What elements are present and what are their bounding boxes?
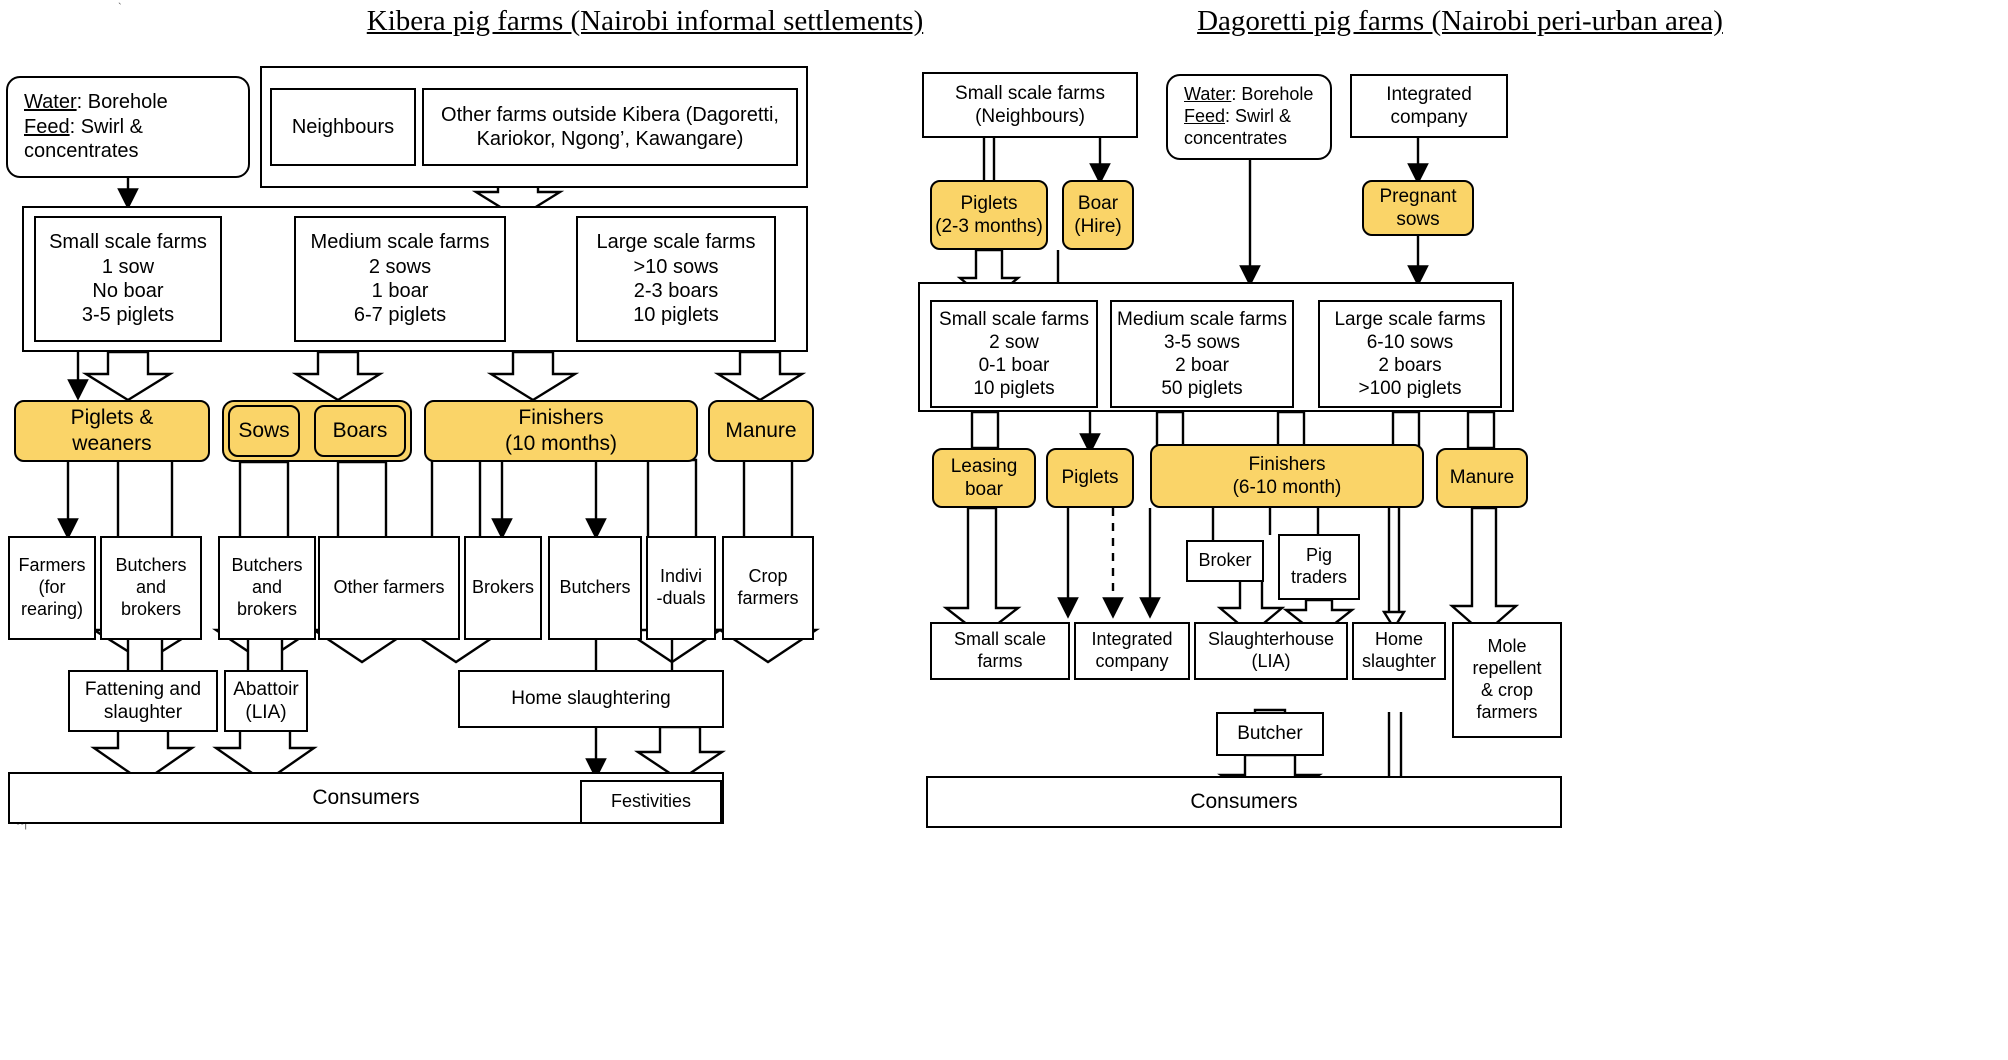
- dagoretti-trader-pig-traders: Pig traders: [1278, 534, 1360, 600]
- kibera-product-piglets-weaners: Piglets & weaners: [14, 400, 210, 462]
- kibera-buyer-butchers-brokers-1: Butchers and brokers: [100, 536, 202, 640]
- kibera-buyer-individuals: Indivi -duals: [646, 536, 716, 640]
- kibera-buyer-butchers-brokers-2: Butchers and brokers: [218, 536, 316, 640]
- dagoretti-farm-large: Large scale farms 6-10 sows 2 boars >100…: [1318, 300, 1502, 408]
- kibera-feed-label: Feed: [24, 115, 70, 138]
- kibera-feed-value: : Swirl &: [69, 115, 143, 138]
- dagoretti-consumers-bar: Consumers: [926, 776, 1562, 828]
- kibera-farm-small: Small scale farms 1 sow No boar 3-5 pigl…: [34, 216, 222, 342]
- kibera-festivities-box: Festivities: [580, 780, 722, 824]
- kibera-product-boars: Boars: [314, 405, 406, 457]
- dagoretti-source-integrated-company: Integrated company: [1350, 74, 1508, 138]
- right-diagram-title: Dagoretti pig farms (Nairobi peri-urban …: [1197, 5, 1723, 37]
- kibera-processing-fattening: Fattening and slaughter: [68, 670, 218, 732]
- dagoretti-butcher-box: Butcher: [1216, 712, 1324, 756]
- left-diagram-title: Kibera pig farms (Nairobi informal settl…: [366, 5, 924, 37]
- dagoretti-product-finishers: Finishers (6-10 month): [1150, 444, 1424, 508]
- dagoretti-product-leasing-boar: Leasing boar: [932, 448, 1036, 508]
- dagoretti-outlet-home-slaughter: Home slaughter: [1352, 622, 1446, 680]
- kibera-inputs-box: Water: Borehole Feed: Swirl & concentrat…: [6, 76, 250, 178]
- kibera-neighbours-box: Neighbours: [270, 88, 416, 166]
- dagoretti-water-label: Water: [1184, 84, 1232, 105]
- kibera-product-finishers: Finishers (10 months): [424, 400, 698, 462]
- dagoretti-outlet-slaughterhouse: Slaughterhouse (LIA): [1194, 622, 1348, 680]
- kibera-buyer-other-farmers: Other farmers: [318, 536, 460, 640]
- scan-artifact-bottom: ᵕᵕ|: [16, 818, 28, 830]
- dagoretti-trader-broker: Broker: [1186, 540, 1264, 582]
- kibera-farm-large: Large scale farms >10 sows 2-3 boars 10 …: [576, 216, 776, 342]
- kibera-product-sows: Sows: [228, 405, 300, 457]
- dagoretti-feed-value2: concentrates: [1184, 127, 1288, 148]
- kibera-other-farms-box: Other farms outside Kibera (Dagoretti, K…: [422, 88, 798, 166]
- dagoretti-inputs-box: Water: Borehole Feed: Swirl & concentrat…: [1166, 74, 1332, 160]
- kibera-water-value: : Borehole: [76, 91, 168, 114]
- kibera-buyer-crop-farmers: Crop farmers: [722, 536, 814, 640]
- scan-artifact-top: `: [118, 2, 122, 14]
- dagoretti-stock-piglets: Piglets (2-3 months): [930, 180, 1048, 250]
- dagoretti-stock-pregnant-sows: Pregnant sows: [1362, 180, 1474, 236]
- dagoretti-product-piglets: Piglets: [1046, 448, 1134, 508]
- dagoretti-outlet-mole-repellent: Mole repellent & crop farmers: [1452, 622, 1562, 738]
- dagoretti-water-value: : Borehole: [1231, 84, 1314, 105]
- kibera-processing-home-slaughtering: Home slaughtering: [458, 670, 724, 728]
- dagoretti-feed-value: : Swirl &: [1225, 106, 1292, 127]
- kibera-buyer-brokers: Brokers: [464, 536, 542, 640]
- kibera-buyer-farmers: Farmers (for rearing): [8, 536, 96, 640]
- dagoretti-product-manure: Manure: [1436, 448, 1528, 508]
- dagoretti-farm-small: Small scale farms 2 sow 0-1 boar 10 pigl…: [930, 300, 1098, 408]
- kibera-farm-medium: Medium scale farms 2 sows 1 boar 6-7 pig…: [294, 216, 506, 342]
- dagoretti-feed-label: Feed: [1184, 106, 1226, 127]
- dagoretti-outlet-integrated-company: Integrated company: [1074, 622, 1190, 680]
- kibera-water-label: Water: [24, 91, 77, 114]
- dagoretti-farm-medium: Medium scale farms 3-5 sows 2 boar 50 pi…: [1110, 300, 1294, 408]
- dagoretti-source-small-scale-farms: Small scale farms (Neighbours): [922, 72, 1138, 138]
- kibera-buyer-butchers: Butchers: [548, 536, 642, 640]
- kibera-feed-value2: concentrates: [24, 140, 139, 163]
- dagoretti-outlet-small-scale-farms: Small scale farms: [930, 622, 1070, 680]
- kibera-product-manure: Manure: [708, 400, 814, 462]
- dagoretti-stock-boar: Boar (Hire): [1062, 180, 1134, 250]
- kibera-processing-abattoir: Abattoir (LIA): [224, 670, 308, 732]
